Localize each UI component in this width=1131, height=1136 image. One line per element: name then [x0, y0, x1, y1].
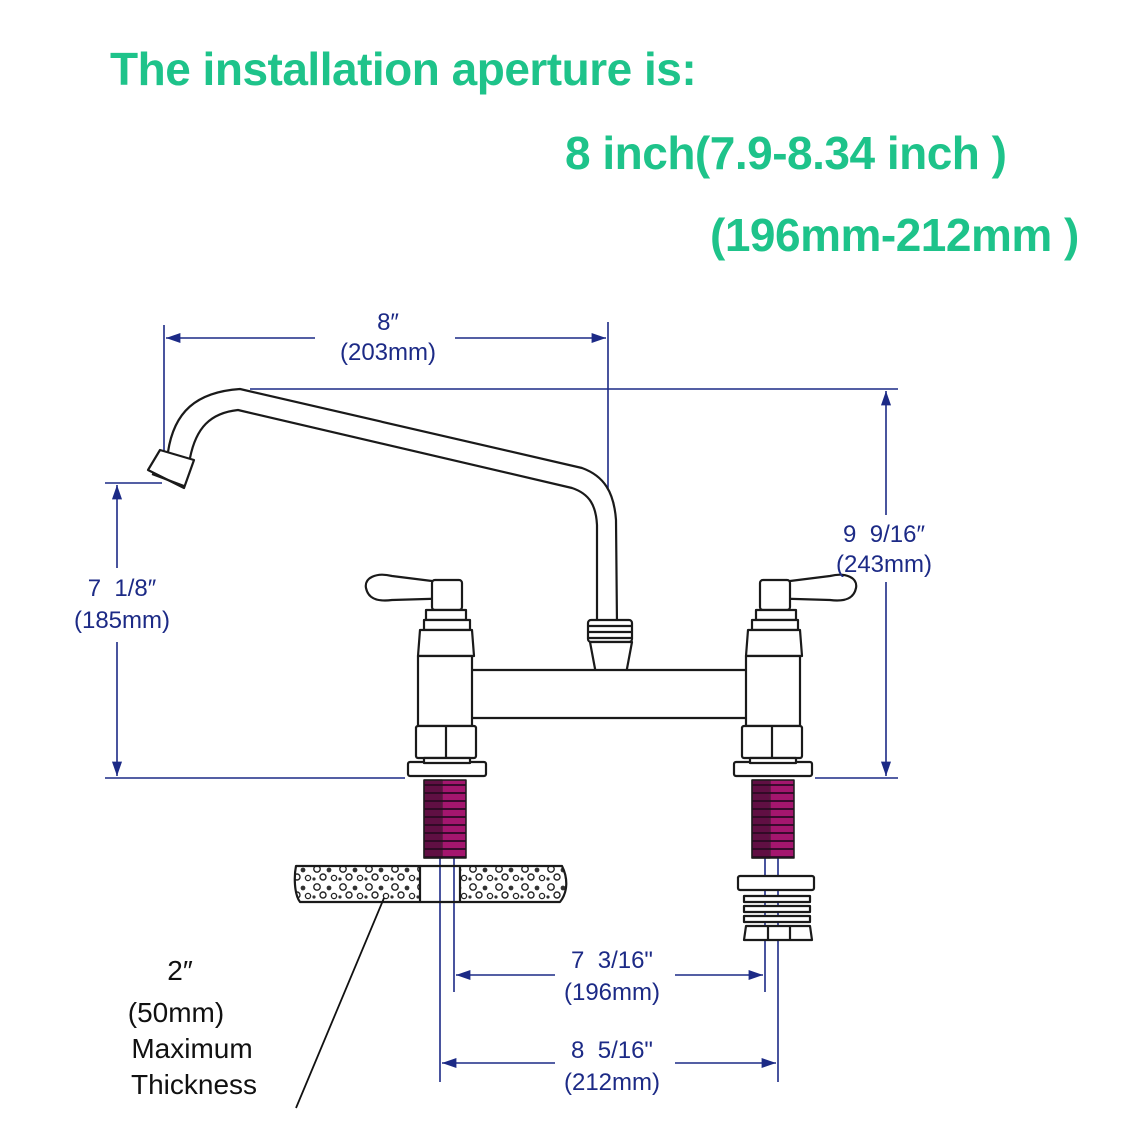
right-valve-body [732, 573, 858, 778]
headline-aperture-title: The installation aperture is: [110, 43, 697, 95]
spout-height-value: 7 1/8″ [88, 575, 157, 602]
min-center-value: 7 3/16" [571, 947, 653, 974]
spout-height-metric: (185mm) [74, 607, 170, 634]
max-center-metric: (212mm) [564, 1069, 660, 1096]
thickness-label-line1: Maximum [131, 1033, 252, 1064]
left-valve-body [364, 573, 488, 778]
headline-aperture-inch: 8 inch(7.9-8.34 inch ) [565, 127, 1007, 179]
thickness-value: 2″ [167, 955, 193, 986]
faucet-body-drawing [146, 387, 858, 1109]
spout-reach-value: 8″ [377, 309, 399, 336]
manifold-pipe [460, 668, 764, 720]
spout-reach-metric: (203mm) [340, 339, 436, 366]
spout-icon [146, 387, 619, 626]
max-center-value: 8 5/16" [571, 1037, 653, 1064]
dimension-labels: 8″ (203mm) 7 1/8″ (185mm) 9 9/16″ (243mm… [74, 309, 932, 1096]
thickness-label-line2: Thickness [131, 1069, 257, 1100]
overall-height-value: 9 9/16″ [843, 521, 925, 548]
headline-aperture-mm: (196mm-212mm ) [710, 209, 1079, 261]
threaded-shank-icon [423, 779, 795, 859]
countertop-section [293, 864, 568, 904]
thickness-metric: (50mm) [128, 997, 224, 1028]
min-center-metric: (196mm) [564, 979, 660, 1006]
thickness-note: 2″ (50mm) Maximum Thickness [128, 955, 257, 1100]
mounting-nut-icon [736, 874, 816, 942]
overall-height-metric: (243mm) [836, 551, 932, 578]
